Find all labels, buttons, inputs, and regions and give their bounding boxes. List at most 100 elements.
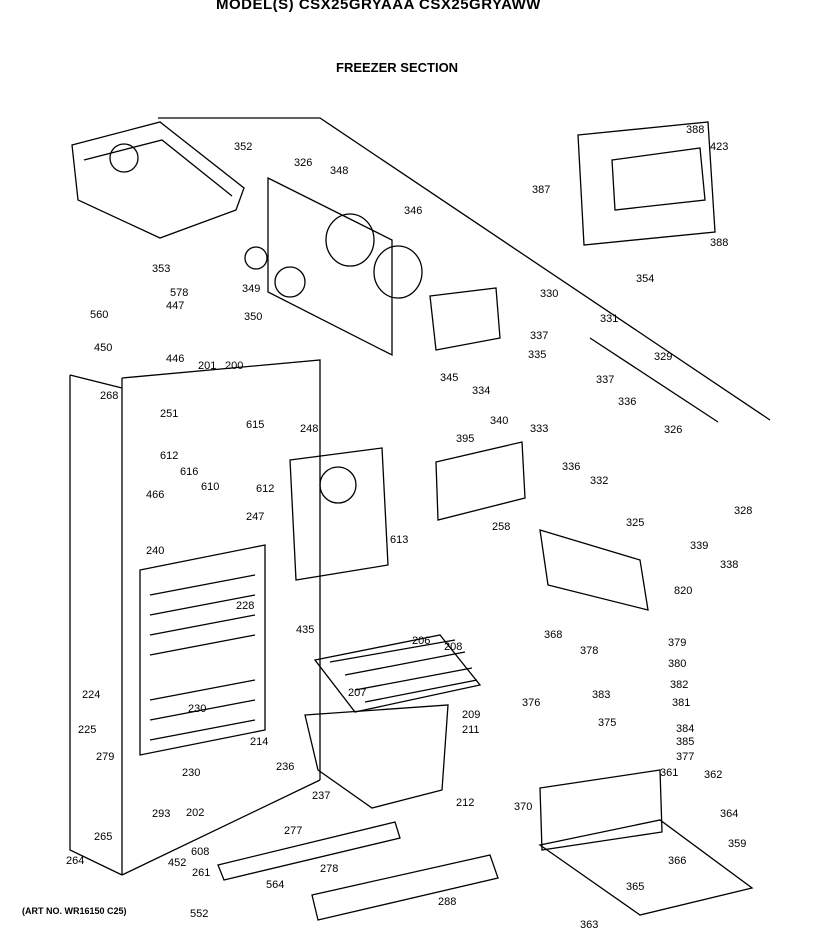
part-label: 326: [664, 424, 682, 436]
part-label: 209: [462, 709, 480, 721]
part-label: 363: [580, 919, 598, 931]
part-label: 236: [276, 761, 294, 773]
part-label: 279: [96, 751, 114, 763]
part-label: 335: [528, 349, 546, 361]
part-label: 345: [440, 372, 458, 384]
part-label: 329: [654, 351, 672, 363]
part-label: 326: [294, 157, 312, 169]
part-label: 212: [456, 797, 474, 809]
part-label: 388: [686, 124, 704, 136]
part-label: 334: [472, 385, 490, 397]
part-label: 331: [600, 313, 618, 325]
part-label: 378: [580, 645, 598, 657]
spring-350: [274, 266, 306, 298]
part-label: 612: [256, 483, 274, 495]
part-label: 365: [626, 881, 644, 893]
liner-back-wall: [69, 374, 123, 876]
part-label: 248: [300, 423, 318, 435]
part-label: 225: [78, 724, 96, 736]
ice-maker-unit: [539, 529, 649, 611]
control-board: [435, 441, 526, 521]
fan-bracket: [289, 447, 389, 581]
part-label: 228: [236, 600, 254, 612]
part-label: 240: [146, 545, 164, 557]
part-label: 452: [168, 857, 186, 869]
part-label: 564: [266, 879, 284, 891]
part-label: 206: [412, 635, 430, 647]
part-label: 375: [598, 717, 616, 729]
part-drawings: [69, 117, 771, 921]
part-label: 610: [201, 481, 219, 493]
evaporator-coil: [139, 544, 266, 756]
part-label: 359: [728, 838, 746, 850]
part-label: 447: [166, 300, 184, 312]
part-label: 211: [462, 724, 480, 736]
part-label: 608: [191, 846, 209, 858]
part-label: 379: [668, 637, 686, 649]
part-label: 364: [720, 808, 738, 820]
fan-shroud: [429, 287, 501, 351]
part-label: 352: [234, 141, 252, 153]
part-label: 340: [490, 415, 508, 427]
fan-blade-2: [373, 245, 423, 299]
part-label: 423: [710, 141, 728, 153]
control-housing: [539, 769, 663, 851]
auger-housing-box: [267, 176, 393, 357]
fan-motor-hub: [319, 466, 357, 504]
part-label: 337: [596, 374, 614, 386]
art-number: (ART NO. WR16150 C25): [22, 906, 127, 916]
part-label: 346: [404, 205, 422, 217]
part-label: 450: [94, 342, 112, 354]
machine-compartment: [538, 819, 754, 916]
part-label: 333: [530, 423, 548, 435]
part-label: 446: [166, 353, 184, 365]
part-label: 348: [330, 165, 348, 177]
part-label: 207: [348, 687, 366, 699]
part-label: 325: [626, 517, 644, 529]
part-label: 820: [674, 585, 692, 597]
part-label: 387: [532, 184, 550, 196]
part-label: 350: [244, 311, 262, 323]
part-label: 247: [246, 511, 264, 523]
part-label: 366: [668, 855, 686, 867]
part-label: 435: [296, 624, 314, 636]
part-label: 337: [530, 330, 548, 342]
part-label: 230: [188, 703, 206, 715]
ice-bucket-auger-hub: [109, 143, 139, 173]
freezer-liner-outline: [121, 117, 771, 876]
drawer-track: [217, 821, 401, 881]
part-label: 466: [146, 489, 164, 501]
ice-bucket: [71, 121, 245, 239]
part-label: 353: [152, 263, 170, 275]
part-label: 251: [160, 408, 178, 420]
part-label: 202: [186, 807, 204, 819]
part-label: 560: [90, 309, 108, 321]
part-label: 613: [390, 534, 408, 546]
part-label: 384: [676, 723, 694, 735]
part-label: 328: [734, 505, 752, 517]
part-label: 395: [456, 433, 474, 445]
part-label: 338: [720, 559, 738, 571]
part-label: 616: [180, 466, 198, 478]
part-label: 293: [152, 808, 170, 820]
part-label: 278: [320, 863, 338, 875]
part-label: 230: [182, 767, 200, 779]
part-label: 201: [198, 360, 216, 372]
part-label: 552: [190, 908, 208, 920]
part-label: 265: [94, 831, 112, 843]
fan-blade-1: [325, 213, 375, 267]
part-label: 339: [690, 540, 708, 552]
freezer-basket: [304, 704, 449, 809]
part-label: 388: [710, 237, 728, 249]
model-title: MODEL(S) CSX25GRYAAA CSX25GRYAWW: [216, 0, 541, 13]
part-label: 224: [82, 689, 100, 701]
part-label: 612: [160, 450, 178, 462]
part-label: 264: [66, 855, 84, 867]
part-label: 336: [562, 461, 580, 473]
part-label: 330: [540, 288, 558, 300]
part-label: 578: [170, 287, 188, 299]
part-label: 370: [514, 801, 532, 813]
part-label: 385: [676, 736, 694, 748]
